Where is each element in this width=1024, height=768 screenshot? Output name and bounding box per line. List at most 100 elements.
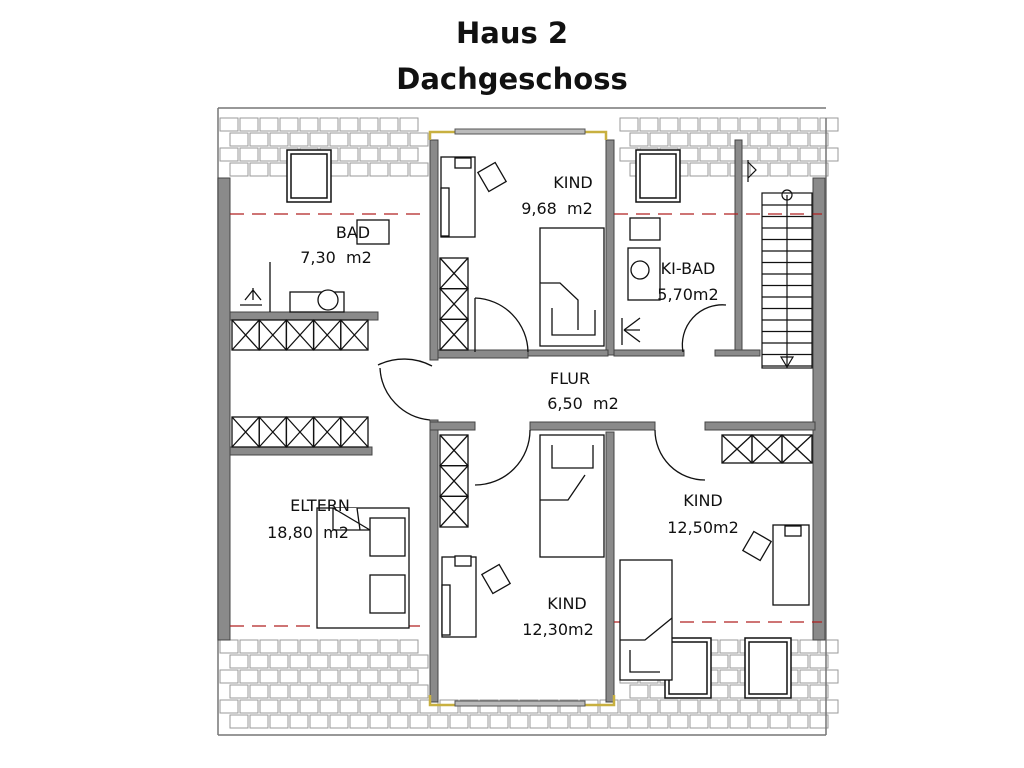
roof-tile (289, 654, 309, 669)
roof-tile (389, 162, 409, 177)
roof-tile (329, 684, 349, 699)
roof-tile (799, 699, 819, 714)
roof-tile (549, 714, 569, 729)
chair (476, 161, 508, 193)
roof-tile (759, 117, 779, 132)
roof-tile (409, 714, 429, 729)
plan-title: Haus 2 (455, 16, 569, 50)
roof-tile (819, 147, 839, 162)
wardrobe-cross (340, 319, 369, 351)
roof-tile (659, 699, 679, 714)
roof-tile (739, 117, 759, 132)
roof-tile (819, 117, 839, 132)
wardrobe-cross (258, 319, 287, 351)
roof-tile (259, 117, 279, 132)
wardrobe-cross (439, 465, 469, 497)
roof-tile (729, 714, 749, 729)
roof-tile (359, 699, 379, 714)
roof-tile (679, 117, 699, 132)
roof-tile (799, 639, 819, 654)
wardrobe-cell (340, 416, 369, 448)
roof-tile (749, 162, 769, 177)
roof-tile (349, 132, 369, 147)
roof-tile (389, 714, 409, 729)
roof-tile (219, 117, 239, 132)
roof-tile (819, 669, 839, 684)
roof-tile (319, 669, 339, 684)
roof-tile (349, 654, 369, 669)
roof-tile (329, 132, 349, 147)
roof-tile (809, 132, 829, 147)
roof-tile (699, 117, 719, 132)
room-name-flur: FLUR (550, 369, 590, 388)
roof-tile (719, 117, 739, 132)
roof-tile (379, 639, 399, 654)
roof-tile (359, 669, 379, 684)
roof-tile (769, 162, 789, 177)
roof-tile (239, 147, 259, 162)
roof-tile (699, 147, 719, 162)
wardrobe-cross (231, 319, 260, 351)
roof-tile (399, 669, 419, 684)
roof-tile (629, 684, 649, 699)
roof-tile (679, 147, 699, 162)
roof-tile (369, 714, 389, 729)
roof-tile (399, 147, 419, 162)
roof-tile (369, 132, 389, 147)
roof-tile (259, 669, 279, 684)
roof-tile (739, 699, 759, 714)
roof-tile (229, 714, 249, 729)
roof-tile (809, 162, 829, 177)
roof-tile (299, 639, 319, 654)
roof-tile (269, 714, 289, 729)
roof-tile (219, 147, 239, 162)
roof-tile (629, 714, 649, 729)
roof-tile (249, 654, 269, 669)
room-area-kind-1: 9,68 m2 (521, 199, 593, 218)
roof-tile (699, 699, 719, 714)
roof-tile (719, 639, 739, 654)
wardrobe-cross (313, 319, 342, 351)
roof-tile (369, 684, 389, 699)
walls (217, 139, 826, 703)
roof-tile (629, 132, 649, 147)
roof-tile (369, 654, 389, 669)
room-area-kind-3: 12,30m2 (522, 620, 594, 639)
roof-tile (619, 699, 639, 714)
roof-tile (339, 699, 359, 714)
wardrobe-cross (781, 434, 813, 464)
roof-tile (329, 162, 349, 177)
roof-tile (249, 684, 269, 699)
roof-tile (709, 132, 729, 147)
roof-tile (609, 714, 629, 729)
roof-tile (279, 117, 299, 132)
wardrobes (231, 257, 813, 528)
roof-tile (369, 162, 389, 177)
roof-tile (269, 132, 289, 147)
roof-tiles (219, 117, 839, 729)
roof-tile (359, 117, 379, 132)
roof-tile (709, 714, 729, 729)
roof-tile (349, 684, 369, 699)
room-name-kind-1: KIND (553, 173, 593, 192)
roof-tile (789, 684, 809, 699)
roof-tile (409, 162, 429, 177)
roof-tile (709, 654, 729, 669)
roof-tile (429, 714, 449, 729)
roof-tile (809, 714, 829, 729)
roof-tile (279, 669, 299, 684)
roof-tile (709, 684, 729, 699)
roof-tile (669, 132, 689, 147)
roof-tile (329, 714, 349, 729)
roof-tile (769, 132, 789, 147)
roof-tile (789, 654, 809, 669)
roof-tile (509, 714, 529, 729)
roof-tile (269, 654, 289, 669)
roof-tile (639, 117, 659, 132)
roof-tile (379, 117, 399, 132)
roof-tile (779, 147, 799, 162)
roof-tile (799, 117, 819, 132)
roof-tile (229, 132, 249, 147)
plan-subtitle: Dachgeschoss (396, 62, 628, 96)
roof-tile (219, 669, 239, 684)
